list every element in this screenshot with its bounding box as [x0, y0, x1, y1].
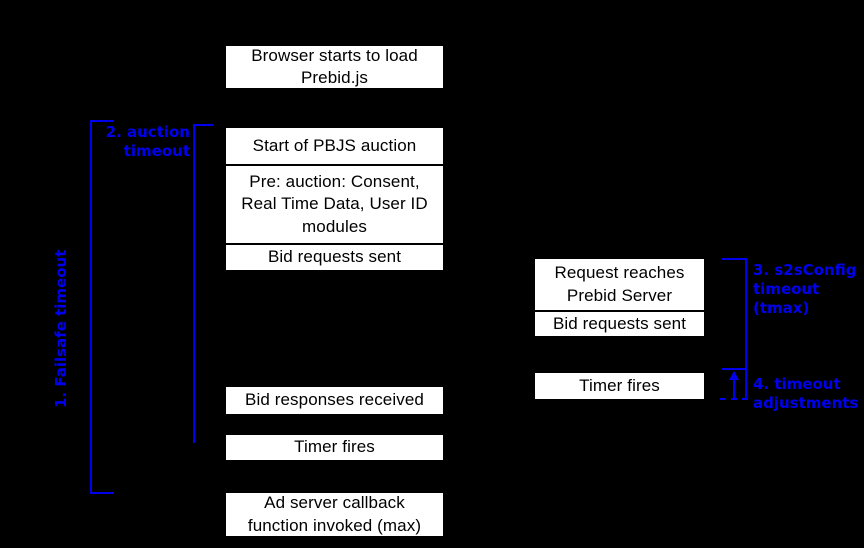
s2sconfig-bracket-spine — [745, 258, 747, 370]
s2sconfig-bracket-bottom-tick — [722, 368, 747, 370]
timeout-adjustments-dashed-baseline — [720, 398, 748, 400]
timeout-adjustments-bracket-spine — [745, 368, 747, 400]
process-box-pre-auction-modules: Pre: auction: Consent, Real Time Data, U… — [225, 165, 444, 244]
failsafe-bracket-spine — [90, 120, 92, 494]
annotation-failsafe-timeout: 1. Failsafe timeout — [52, 249, 70, 408]
process-box-bid-requests-sent: Bid requests sent — [225, 244, 444, 271]
process-box-bid-responses-received: Bid responses received — [225, 386, 444, 415]
annotation-timeout-adjustments: 4. timeout adjustments — [753, 375, 859, 412]
process-box-auction-start: Start of PBJS auction — [225, 127, 444, 165]
s2sconfig-bracket-top-tick — [722, 258, 747, 260]
process-box-bid-requests-sent-server: Bid requests sent — [534, 311, 705, 337]
process-box-ad-server-callback: Ad server callback function invoked (max… — [225, 492, 444, 537]
failsafe-bracket-bottom-tick — [90, 492, 114, 494]
process-box-request-reaches-server: Request reaches Prebid Server — [534, 258, 705, 311]
timeout-adjustments-arrow-icon — [729, 371, 739, 398]
auction-timeout-bracket-spine — [193, 124, 195, 443]
process-box-timer-fires-client: Timer fires — [225, 434, 444, 461]
annotation-s2sconfig-timeout: 3. s2sConfig timeout (tmax) — [753, 261, 857, 317]
process-box-browser-loads-prebid: Browser starts to load Prebid.js — [225, 45, 444, 89]
annotation-auction-timeout: 2. auction timeout — [105, 123, 190, 160]
process-box-timer-fires-server: Timer fires — [534, 372, 705, 400]
failsafe-bracket-top-tick — [90, 120, 114, 122]
auction-timeout-bracket-top-tick — [193, 124, 213, 126]
